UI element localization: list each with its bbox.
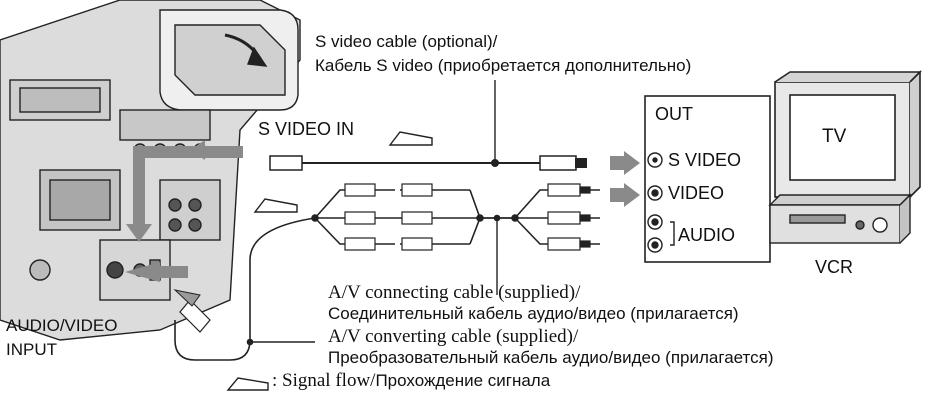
legend-text-ru: Прохождение сигнала — [375, 371, 551, 390]
s-video-cable — [269, 80, 587, 171]
tv-label: TV — [822, 126, 847, 147]
av-converting-cable — [173, 217, 316, 361]
av-input-label-line2: INPUT — [6, 340, 57, 359]
vcr-illustration — [768, 193, 912, 244]
av-connecting-cable-label-ru: Соединительный кабель аудио/видео (прила… — [328, 304, 739, 323]
out-label: OUT — [655, 104, 693, 124]
port-s-video-label: S VIDEO — [668, 150, 742, 170]
port-audio-label: AUDIO — [678, 225, 736, 245]
s-video-cable-label-en: S video cable (optional)/ — [315, 32, 498, 51]
signal-flow-marker-av — [253, 198, 298, 213]
legend-text-en: : Signal flow/ — [272, 370, 376, 391]
tv-illustration — [774, 70, 922, 206]
port-icons — [647, 152, 675, 253]
av-converting-cable-label-ru: Преобразовательный кабель аудио/видео (п… — [328, 348, 774, 367]
av-input-label-line1: AUDIO/VIDEO — [6, 316, 118, 335]
s-video-in-label: S VIDEO IN — [258, 119, 355, 139]
s-video-cable-label-ru: Кабель S video (приобретается дополнител… — [315, 56, 692, 75]
camcorder-input-arrows — [125, 140, 243, 282]
video-signal-arrow — [610, 183, 640, 207]
s-video-signal-arrow — [610, 151, 640, 175]
signal-flow-marker-top — [388, 131, 433, 146]
av-connecting-cable-label-en: A/V connecting cable (supplied)/ — [328, 282, 581, 303]
vcr-label: VCR — [815, 257, 854, 277]
legend: : Signal flow/Прохождение сигнала — [272, 370, 550, 392]
legend-signal-flow-icon — [226, 377, 269, 391]
port-video-label: VIDEO — [668, 183, 725, 203]
rca-plugs — [344, 183, 591, 251]
camcorder-illustration — [0, 0, 301, 341]
av-converting-cable-label-en: A/V converting cable (supplied)/ — [328, 326, 579, 347]
tv-input-panel — [644, 95, 771, 263]
